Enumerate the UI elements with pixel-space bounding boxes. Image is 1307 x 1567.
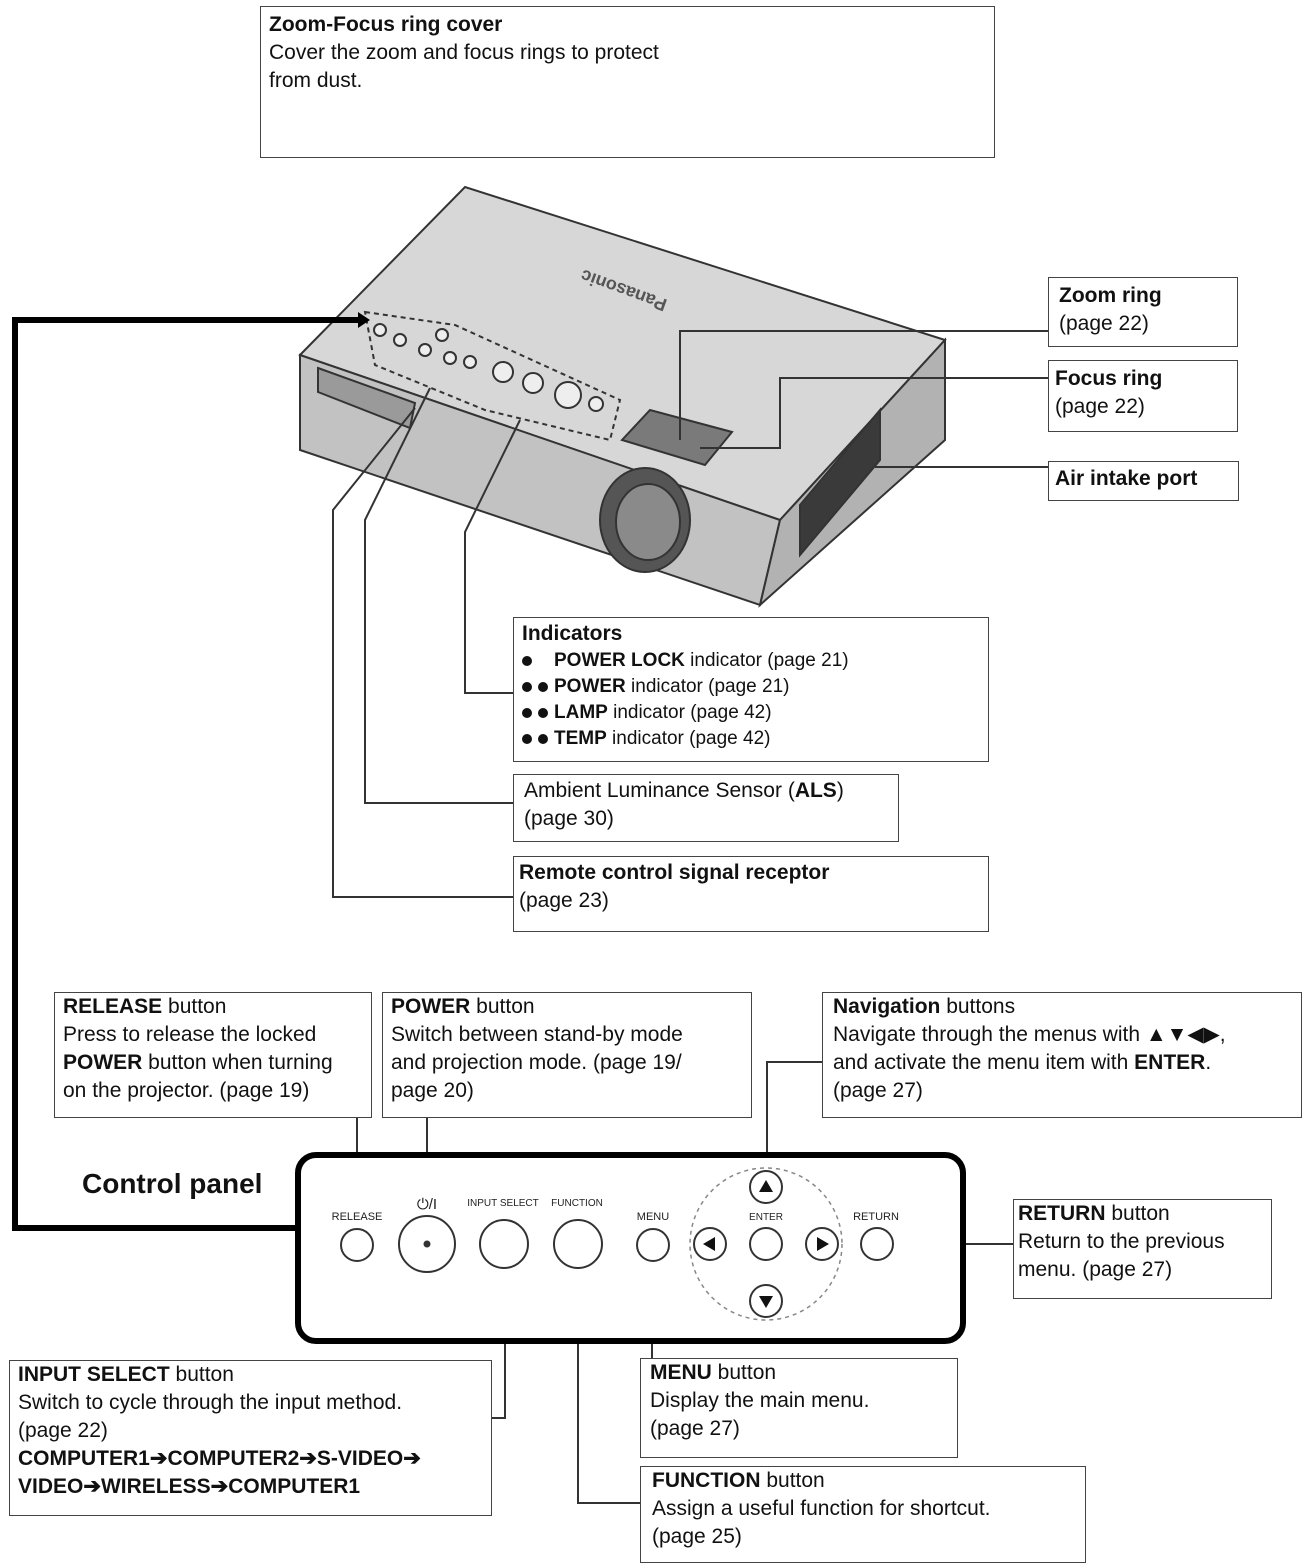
function-button[interactable] — [553, 1219, 603, 1269]
function-label: FUNCTION — [551, 1198, 603, 1209]
release-button[interactable] — [340, 1228, 374, 1262]
indicator-row: LAMP indicator (page 42) — [522, 700, 980, 726]
enter-label: ENTER — [749, 1212, 783, 1223]
callout-title: RELEASE button — [63, 995, 227, 1018]
focus-ring-callout: Focus ring (page 22) — [1048, 360, 1238, 432]
arrow-up-icon — [759, 1180, 773, 1192]
callout-text: Display the main menu. — [650, 1389, 870, 1412]
zoom-ring-callout: Zoom ring (page 22) — [1048, 277, 1238, 347]
air-intake-callout: Air intake port — [1048, 461, 1239, 501]
callout-text: Assign a useful function for shortcut. — [652, 1497, 991, 1520]
indicators-callout: Indicators POWER LOCK indicator (page 21… — [513, 617, 989, 762]
callout-text: Navigate through the menus with ▲▼◀▶, — [833, 1023, 1226, 1046]
power-label: ⏻/I — [416, 1196, 438, 1213]
projector-illustration: Panasonic — [298, 185, 947, 608]
return-button[interactable] — [860, 1227, 894, 1261]
bullet-icon — [522, 733, 532, 744]
arrow-left-icon — [703, 1237, 715, 1251]
callout-title: Air intake port — [1055, 467, 1198, 490]
navigation-buttons-callout: Navigation buttons Navigate through the … — [822, 992, 1302, 1118]
callout-text: (page 25) — [652, 1525, 742, 1548]
indicator-row: POWER LOCK indicator (page 21) — [522, 648, 980, 674]
callout-text: (page 22) — [18, 1419, 108, 1442]
callout-title: RETURN button — [1018, 1202, 1170, 1225]
control-panel-frame — [295, 1152, 966, 1344]
callout-text: on the projector. (page 19) — [63, 1079, 310, 1102]
indicator-row: TEMP indicator (page 42) — [522, 726, 980, 752]
callout-title: MENU button — [650, 1361, 777, 1384]
callout-title: Zoom-Focus ring cover — [269, 13, 503, 36]
input-select-button[interactable] — [479, 1219, 529, 1269]
callout-text: Switch between stand-by mode — [391, 1023, 683, 1046]
callout-text: Press to release the locked — [63, 1023, 317, 1046]
callout-page: (page 22) — [1055, 395, 1145, 418]
callout-text: and activate the menu item with ENTER. — [833, 1051, 1212, 1074]
input-select-label: INPUT SELECT — [467, 1198, 539, 1209]
callout-text: and projection mode. (page 19/ — [391, 1051, 682, 1074]
indicator-row: POWER indicator (page 21) — [522, 674, 980, 700]
callout-title: FUNCTION button — [652, 1469, 825, 1492]
callout-title: INPUT SELECT button — [18, 1363, 234, 1386]
bullet-icon — [522, 707, 532, 718]
callout-text: Cover the zoom and focus rings to protec… — [269, 41, 659, 64]
callout-text: VIDEO➔WIRELESS➔COMPUTER1 — [18, 1475, 361, 1498]
callout-title: POWER button — [391, 995, 535, 1018]
navigation-ring — [689, 1167, 843, 1321]
als-callout: Ambient Luminance Sensor (ALS) (page 30) — [513, 774, 899, 842]
return-label: RETURN — [853, 1211, 899, 1223]
release-button-callout: RELEASE button Press to release the lock… — [54, 992, 372, 1118]
function-button-callout: FUNCTION button Assign a useful function… — [640, 1466, 1086, 1563]
power-button-callout: POWER button Switch between stand-by mod… — [382, 992, 752, 1118]
callout-title: Zoom ring — [1059, 284, 1162, 307]
callout-page: (page 23) — [519, 889, 609, 912]
callout-text: Return to the previous — [1018, 1230, 1225, 1253]
callout-text: (page 27) — [833, 1079, 923, 1102]
control-panel-title: Control panel — [82, 1168, 263, 1199]
bullet-icon — [538, 707, 548, 718]
menu-label: MENU — [636, 1211, 670, 1223]
input-select-callout: INPUT SELECT button Switch to cycle thro… — [9, 1360, 492, 1516]
power-button-dot — [423, 1240, 431, 1248]
callout-text: POWER button when turning — [63, 1051, 333, 1074]
bullet-icon — [522, 655, 532, 666]
remote-receptor-callout: Remote control signal receptor (page 23) — [513, 856, 989, 932]
return-button-callout: RETURN button Return to the previous men… — [1013, 1199, 1272, 1299]
menu-button[interactable] — [636, 1228, 670, 1262]
callout-text: menu. (page 27) — [1018, 1258, 1173, 1281]
arrow-right-icon — [817, 1237, 829, 1251]
callout-page: (page 30) — [524, 807, 614, 830]
callout-text: Switch to cycle through the input method… — [18, 1391, 403, 1414]
enter-button[interactable] — [749, 1227, 783, 1261]
bullet-icon — [522, 681, 532, 692]
callout-title: Navigation buttons — [833, 995, 1016, 1018]
bullet-icon — [538, 681, 548, 692]
menu-button-callout: MENU button Display the main menu. (page… — [640, 1358, 958, 1458]
callout-text: (page 27) — [650, 1417, 740, 1440]
callout-text: page 20) — [391, 1079, 474, 1102]
callout-title: Indicators — [522, 622, 623, 645]
zoom-focus-cover-callout: Zoom-Focus ring cover Cover the zoom and… — [260, 6, 995, 158]
control-panel-connector — [12, 317, 358, 1231]
callout-title: Focus ring — [1055, 367, 1163, 390]
callout-title: Remote control signal receptor — [519, 861, 830, 884]
callout-title: Ambient Luminance Sensor (ALS) — [524, 779, 844, 802]
release-label: RELEASE — [331, 1211, 383, 1223]
arrow-down-icon — [759, 1296, 773, 1308]
bullet-icon — [538, 733, 548, 744]
callout-text: COMPUTER1➔COMPUTER2➔S-VIDEO➔ — [18, 1447, 421, 1470]
leader-lines — [332, 330, 1048, 1504]
callout-text: from dust. — [269, 69, 363, 92]
callout-page: (page 22) — [1059, 312, 1149, 335]
